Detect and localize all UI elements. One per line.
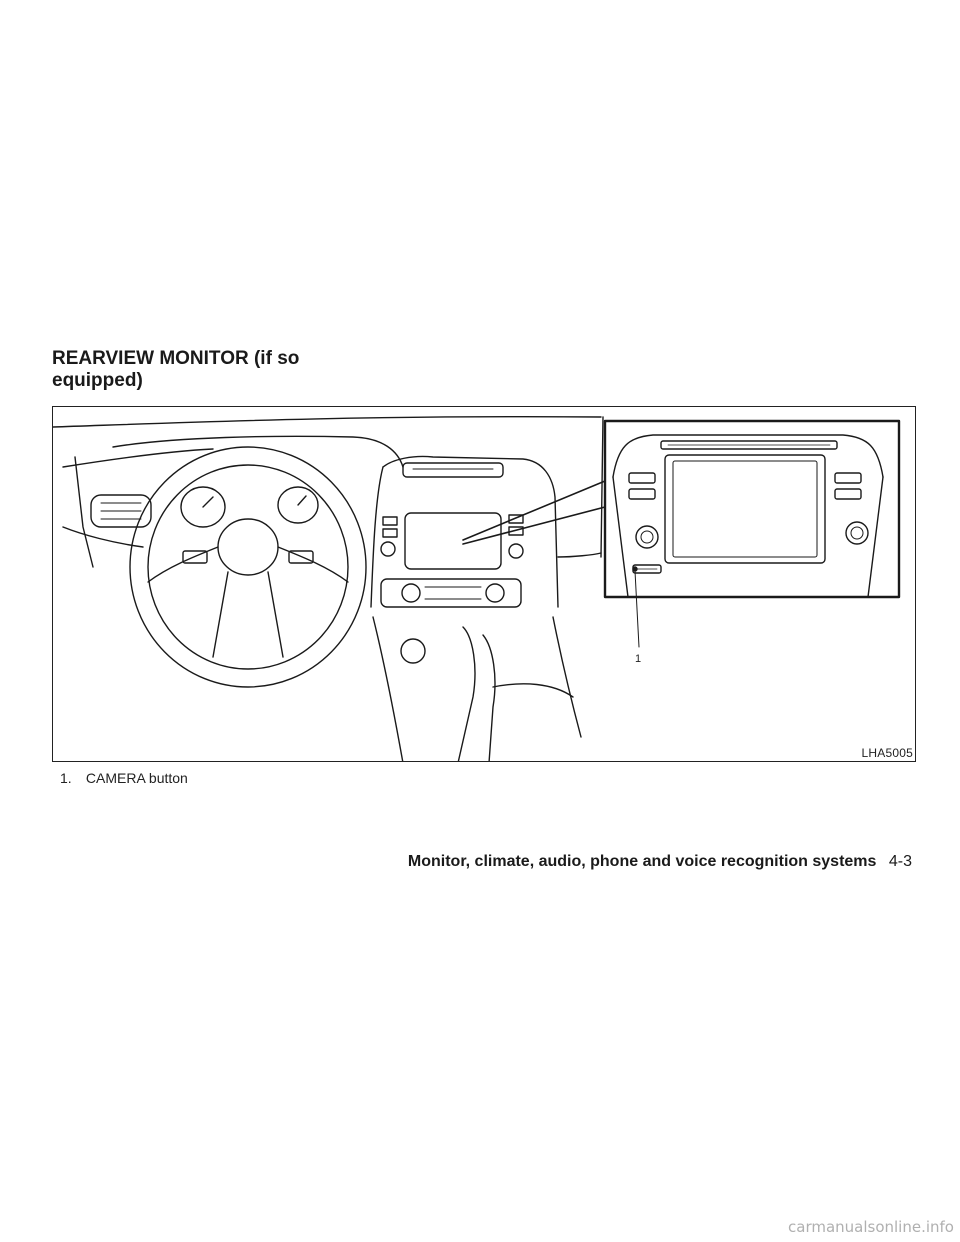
inset-screen (664, 454, 826, 564)
caption-number: 1. (60, 770, 72, 786)
steering-wheel (129, 446, 367, 688)
dashboard-figure: 1 LHA5005 (52, 406, 916, 762)
console-inset (603, 419, 901, 599)
section-title: REARVIEW MONITOR (if so equipped) (52, 348, 300, 391)
figure-code: LHA5005 (861, 746, 913, 760)
speedometer (180, 486, 226, 528)
figure-caption: 1. CAMERA button (60, 770, 188, 786)
page-number: 4-3 (888, 853, 912, 870)
page-footer: Monitor, climate, audio, phone and voice… (408, 853, 912, 871)
chapter-title: Monitor, climate, audio, phone and voice… (407, 853, 877, 870)
center-screen (404, 512, 502, 570)
tachometer (277, 486, 319, 524)
steering-hub (217, 518, 279, 576)
dashboard-illustration (53, 415, 901, 761)
caption-text: CAMERA button (85, 770, 188, 786)
callout-number: 1 (635, 653, 642, 665)
watermark: carmanualsonline.info (788, 1218, 954, 1236)
